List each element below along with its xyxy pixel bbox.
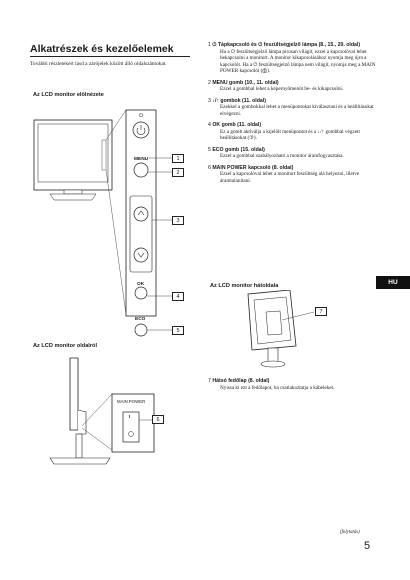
front-view-heading: Az LCD monitor elölnézete bbox=[33, 92, 104, 98]
item-body: Ezzel a gombbal szabályozható a monitor … bbox=[220, 153, 344, 159]
item-body: Ha a ⏻ feszültségjelző lámpa pirosan vil… bbox=[220, 48, 376, 75]
list-item: 2 MENU gomb (10., 11. oldal) Ezzel a gom… bbox=[208, 80, 376, 93]
main-power-label: MAIN POWER bbox=[117, 399, 146, 404]
list-item: 6 MAIN POWER kapcsoló (8. oldal) Ezzel a… bbox=[208, 165, 376, 185]
item-body: Nyissa ki ezt a fedőlapot, ha csatlakozt… bbox=[220, 384, 335, 391]
main-power-switch-icon bbox=[122, 411, 140, 443]
item-heading: Hátsó fedőlap (8. oldal) bbox=[212, 378, 270, 384]
power-indicator-icon: ⏻ bbox=[139, 113, 143, 119]
page-number: 5 bbox=[364, 540, 371, 552]
ok-button-icon bbox=[134, 286, 148, 300]
title-divider bbox=[30, 56, 190, 57]
rear-view-illustration bbox=[247, 290, 315, 368]
callout-3: 3 bbox=[172, 216, 184, 225]
menu-button-label: MENU bbox=[134, 157, 149, 162]
front-view-illustration: ⏻ bbox=[33, 109, 172, 337]
monitor-side-icon bbox=[49, 357, 111, 465]
callout-2: 2 bbox=[172, 168, 184, 177]
item-heading: ECO gomb (15. oldal) bbox=[212, 146, 265, 153]
item-number: 4 bbox=[208, 122, 211, 128]
menu-button-icon bbox=[133, 162, 149, 178]
description-list: 1 ⏻ Tápkapcsoló és ⏻ feszültségjelző lám… bbox=[208, 42, 376, 189]
callout-4: 4 bbox=[172, 292, 184, 301]
rear-cover-icon bbox=[265, 310, 283, 336]
eco-button-icon bbox=[134, 323, 148, 337]
item-body: Ezekkel a gombokkal lehet a menüpontokat… bbox=[220, 104, 374, 117]
language-tab: HU bbox=[376, 276, 410, 289]
item-number: 3 bbox=[208, 97, 211, 104]
item-heading: MAIN POWER kapcsoló (8. oldal) bbox=[212, 164, 294, 171]
rear-description: 7 Hátsó fedőlap (8. oldal) Nyissa ki ezt… bbox=[208, 378, 376, 396]
item-body: Ez a gomb aktiválja a kijelölt menüponto… bbox=[220, 128, 360, 142]
page-title: Alkatrészek és kezelőelemek bbox=[30, 43, 174, 55]
monitor-front-icon bbox=[33, 119, 113, 201]
arrow-up-button-icon bbox=[133, 206, 149, 222]
item-number: 2 bbox=[208, 79, 211, 86]
item-number: 5 bbox=[208, 146, 211, 153]
item-heading: ↓/↑ gombok (11. oldal) bbox=[212, 97, 266, 104]
item-number: 6 bbox=[208, 164, 211, 171]
item-heading: MENU gomb (10., 11. oldal) bbox=[212, 79, 279, 86]
callout-5: 5 bbox=[172, 326, 184, 335]
callout-7: 7 bbox=[315, 307, 327, 316]
side-view-heading: Az LCD monitor oldalról bbox=[33, 343, 98, 349]
list-item: 7 Hátsó fedőlap (8. oldal) Nyissa ki ezt… bbox=[208, 378, 376, 391]
list-item: 4 OK gomb (11. oldal) Ez a gomb aktiválj… bbox=[208, 122, 376, 142]
monitor-rear-icon bbox=[247, 290, 297, 368]
continued-note: (folytatás) bbox=[340, 530, 360, 535]
callout-1: 1 bbox=[172, 154, 184, 163]
side-view-illustration bbox=[49, 357, 155, 465]
item-number: 7 bbox=[208, 378, 211, 384]
item-number: 1 bbox=[208, 42, 211, 48]
item-body: Ezzel a kapcsolóval lehet a monitort fes… bbox=[220, 171, 360, 184]
arrow-down-button-icon bbox=[133, 247, 149, 263]
item-heading: OK gomb (11. oldal) bbox=[212, 122, 262, 128]
switch-on-mark: I bbox=[129, 415, 131, 420]
list-item: 1 ⏻ Tápkapcsoló és ⏻ feszültségjelző lám… bbox=[208, 42, 376, 75]
item-body: Ezzel a gombbal lehet a képernyőmenüt be… bbox=[220, 86, 344, 92]
item-heading: ⏻ Tápkapcsoló és ⏻ feszültségjelző lámpa… bbox=[212, 42, 361, 48]
eco-button-label: ECO bbox=[135, 317, 146, 322]
callout-6: 6 bbox=[152, 415, 164, 424]
list-item: 5 ECO gomb (15. oldal) Ezzel a gombbal s… bbox=[208, 147, 376, 160]
intro-text: További részletekért lásd a zárójelek kö… bbox=[30, 61, 167, 67]
list-item: 3 ↓/↑ gombok (11. oldal) Ezekkel a gombo… bbox=[208, 98, 376, 118]
rear-view-heading: Az LCD monitor hátoldala bbox=[210, 283, 279, 289]
ok-button-label: OK bbox=[137, 282, 145, 287]
